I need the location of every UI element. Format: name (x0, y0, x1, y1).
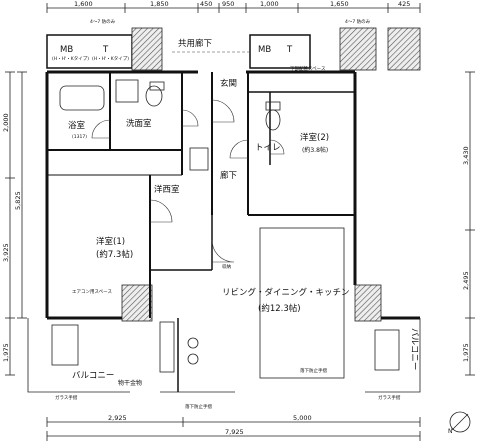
dim-top-6: 1,650 (330, 0, 349, 8)
hall-label: 廊下 (220, 170, 238, 181)
north-label: N (448, 428, 453, 435)
dim-top-5: 1,000 (260, 0, 279, 8)
western1-label: 洋室(1) (96, 236, 125, 247)
doors (91, 99, 285, 263)
dim-right-3: 1,975 (462, 343, 470, 362)
dim-bottom-total: 7,925 (225, 428, 244, 436)
fixtures (51, 79, 400, 379)
top-strip (46, 27, 421, 71)
dim-left-2: 3,925 (2, 243, 10, 262)
dim-left-4: 1,975 (2, 343, 10, 362)
handrail-left-label: ガラス手摺 (55, 394, 78, 401)
closet-label: 収納 (222, 263, 231, 270)
dim-top-7: 425 (398, 0, 410, 8)
bathroom-label: 浴室 (68, 120, 86, 131)
ac-unit-label: エアコン用スペース (72, 289, 112, 295)
dim-top-2: 1,850 (150, 0, 169, 8)
outer-walls (27, 70, 421, 393)
north-arrow-icon (449, 411, 471, 433)
drop-handrail-label: 落下防止手摺 (300, 367, 327, 374)
western2-label: 洋室(2) (300, 132, 329, 143)
laundry-label: 物干金物 (118, 379, 142, 387)
dim-right-1: 3,430 (462, 146, 470, 165)
balcony-right-label: バルコニー (409, 328, 419, 370)
dim-bottom-2: 5,000 (293, 414, 312, 422)
corridor-label: 共用廊下 (178, 38, 213, 49)
handrail-right-label: ガラス手摺 (378, 394, 401, 401)
ldk-size: (約12.3帖) (258, 303, 301, 314)
washroom-label: 洗面室 (126, 118, 152, 129)
dim-bottom-1: 2,925 (108, 414, 127, 422)
bottle-only-top-right: 4〜7 防のみ (345, 18, 371, 25)
entrance-label: 玄関 (220, 78, 237, 89)
dim-right-2: 2,495 (462, 271, 470, 290)
dim-top-1: 1,600 (74, 0, 93, 8)
dim-top-4: 950 (222, 0, 234, 8)
dim-left-1: 2,000 (2, 113, 10, 132)
interior-walls (47, 72, 355, 392)
mb-right-label: MB (258, 45, 271, 55)
ldk-label: リビング・ダイニング・キッチン (222, 287, 350, 298)
pipe-space-label: 下部配管スペース (290, 65, 326, 72)
bathroom-size: (1317) (72, 134, 87, 140)
western-closet-label: 洋西室 (154, 184, 180, 195)
t-left-type: (H・H'・Kタイプ) (92, 55, 129, 62)
western2-size: (約3.8帖) (302, 146, 328, 154)
t-right-label: T (286, 45, 293, 55)
mb-left-type: (H・H'・Kタイプ) (52, 55, 89, 62)
western1-size: (約7.3帖) (96, 249, 133, 260)
dim-left-3: 5,825 (14, 191, 22, 210)
mb-left-label: MB (60, 45, 73, 55)
balcony-left-label: バルコニー (72, 371, 114, 381)
drop-handrail-bottom-label: 落下防止手摺 (185, 403, 212, 410)
bottle-only-top-left: 4〜7 防のみ (90, 18, 116, 25)
dim-top-3: 450 (200, 0, 212, 8)
dimension-lines (5, 3, 475, 441)
toilet-label: トイレ (255, 143, 281, 153)
t-left-label: T (102, 45, 109, 55)
